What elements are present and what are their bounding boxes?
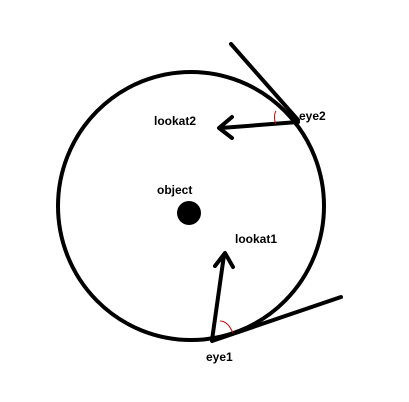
eye1-angle-marker <box>219 320 234 334</box>
object-label: object <box>157 183 192 197</box>
eye1-label: eye1 <box>206 350 233 364</box>
lookat1-label: lookat1 <box>235 232 277 246</box>
orbit-circle <box>56 70 326 342</box>
eye2-label: eye2 <box>299 109 326 123</box>
eye2-tangent-line <box>229 42 300 122</box>
eye2-angle-marker <box>274 110 277 125</box>
lookat2-arrow <box>219 120 300 130</box>
lookat1-arrowhead <box>213 251 235 269</box>
eye1-tangent-line <box>210 295 343 343</box>
lookat2-arrowhead <box>217 115 234 140</box>
lookat1-arrow <box>210 253 226 342</box>
object-dot <box>177 201 201 225</box>
lookat2-label: lookat2 <box>154 114 196 128</box>
